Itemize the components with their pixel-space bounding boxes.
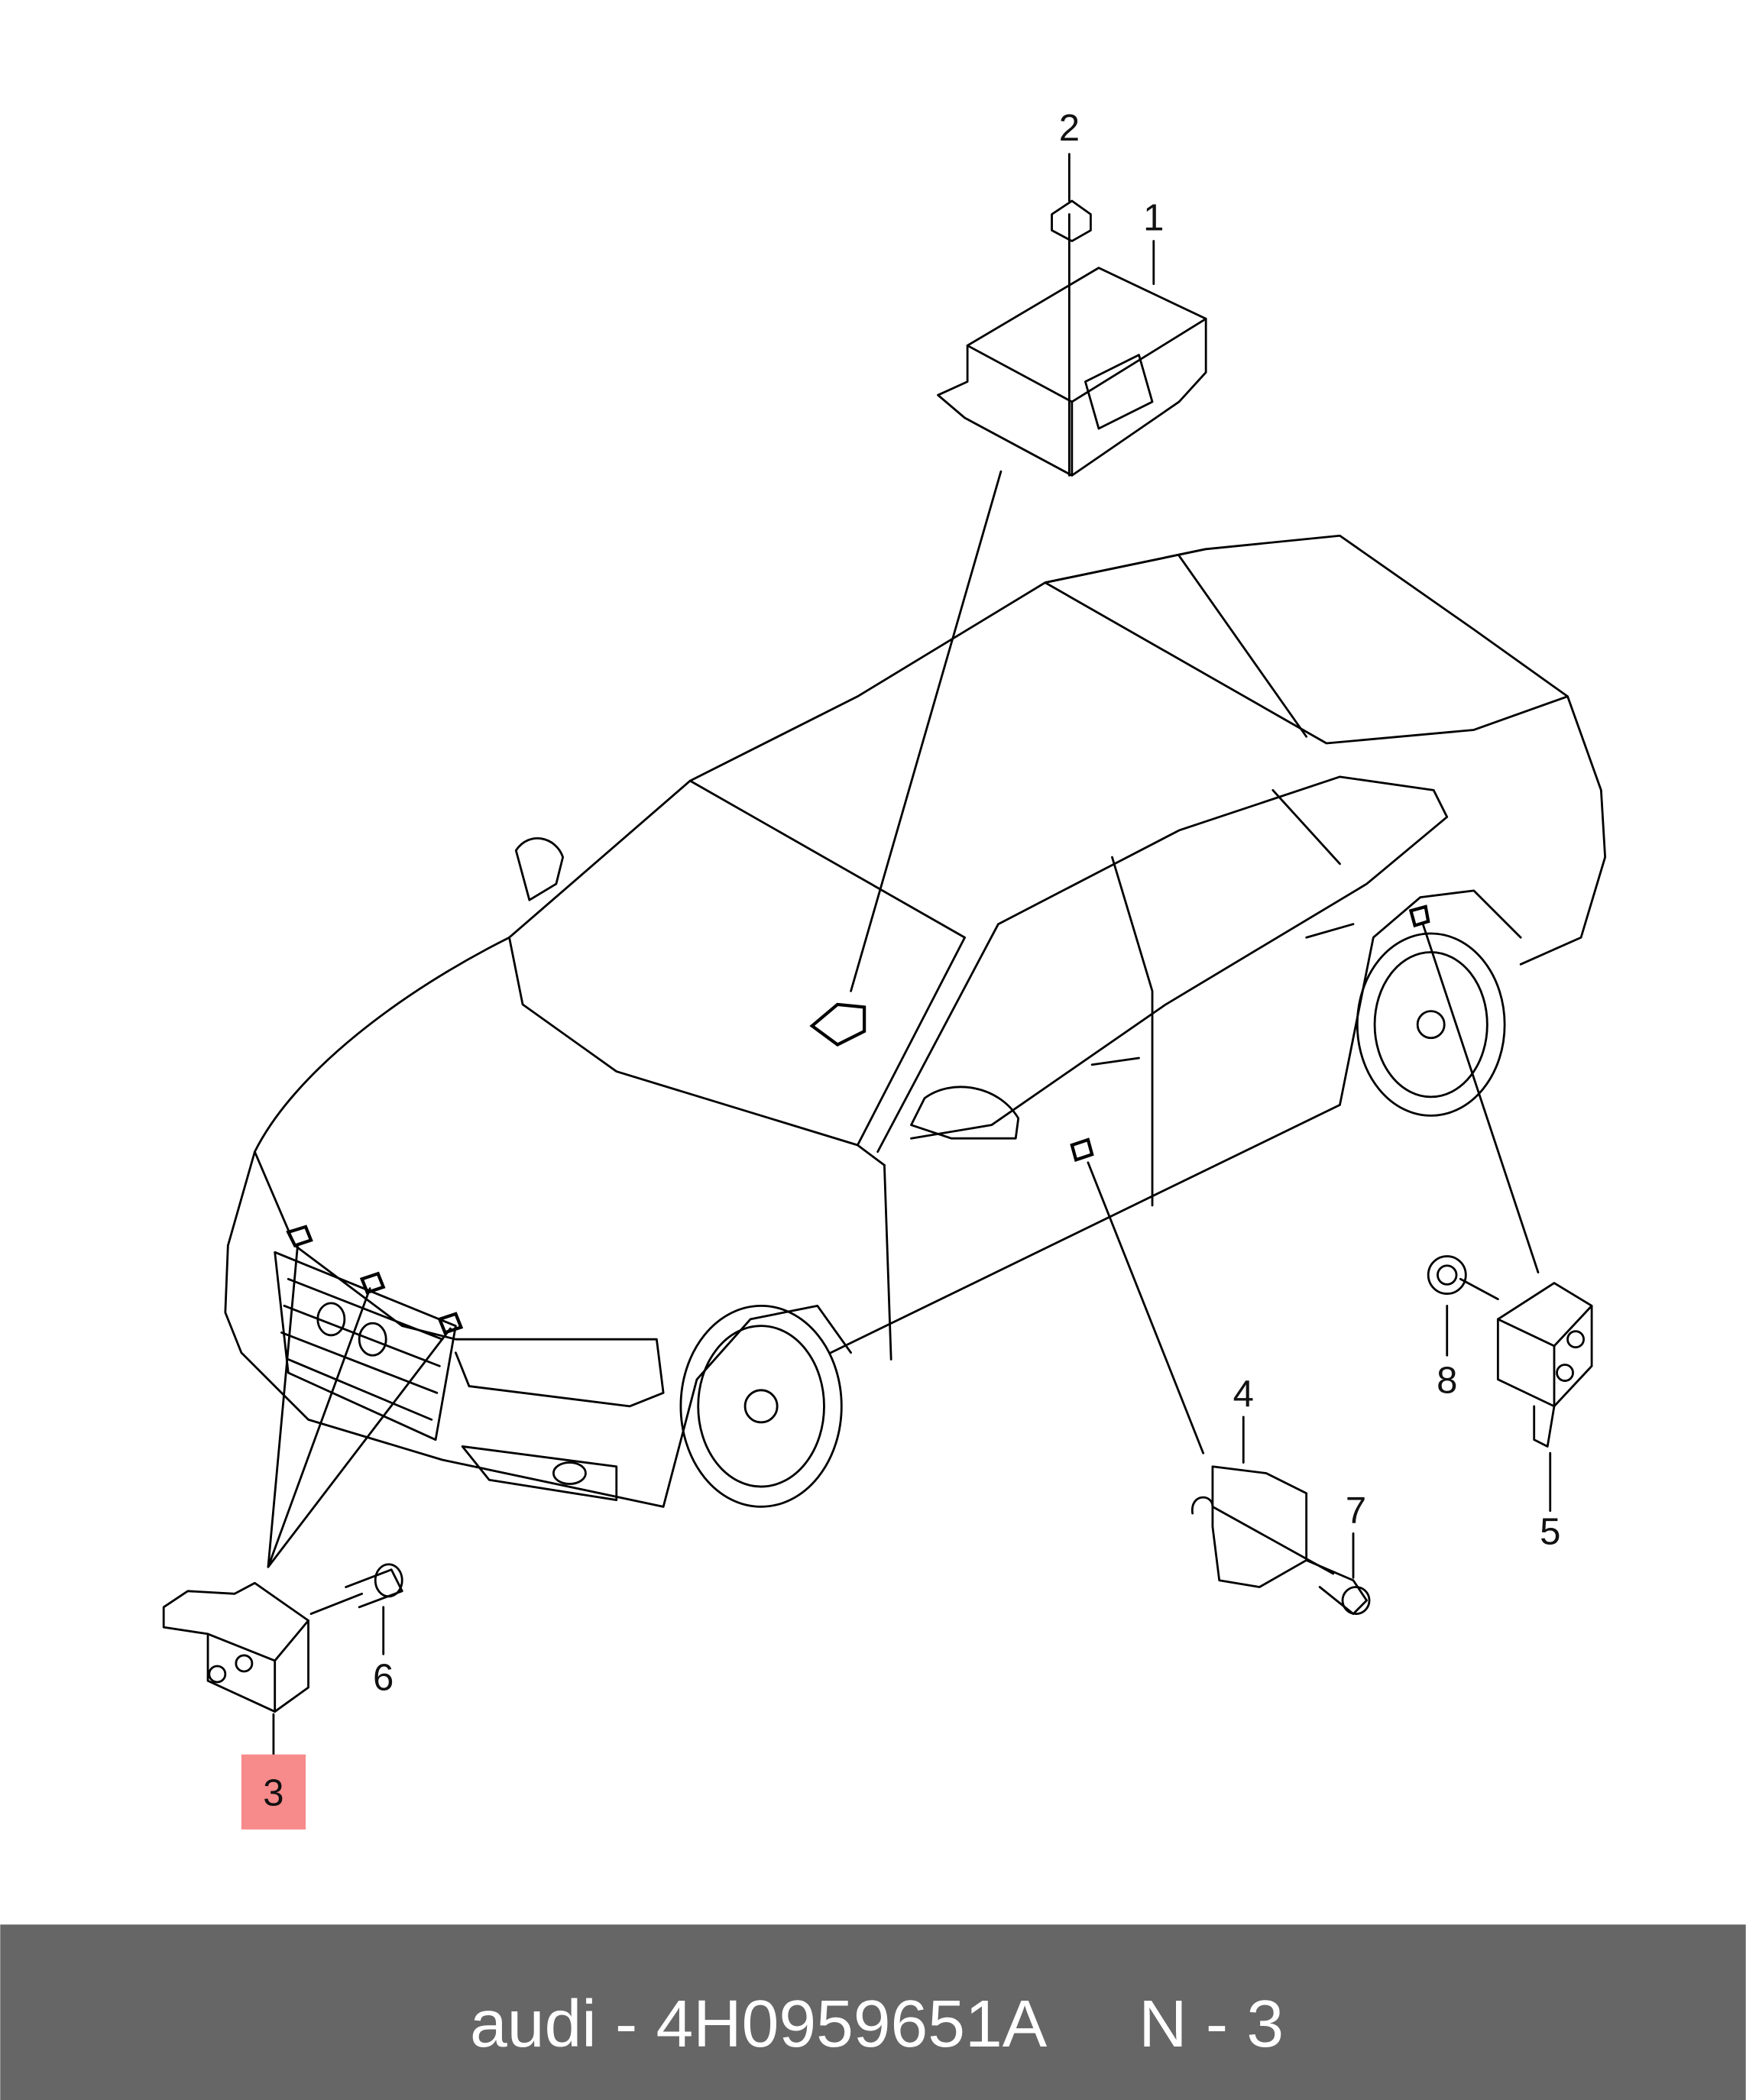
car-illustration <box>224 534 1607 1508</box>
part-6-bolt <box>374 1563 403 1598</box>
front-wheel <box>679 1304 843 1508</box>
callout-8: 8 <box>1437 1360 1457 1401</box>
part-2-nut <box>1051 199 1092 242</box>
callout-3[interactable]: 3 <box>263 1772 283 1814</box>
callout-3-highlight <box>241 1754 306 1830</box>
callout-5: 5 <box>1540 1511 1560 1552</box>
callout-1: 1 <box>1143 198 1164 239</box>
callout-2: 2 <box>1059 108 1080 149</box>
footer-part-number: audi - 4H0959651A <box>470 1986 1048 2061</box>
part-7-bolt <box>1341 1586 1371 1615</box>
part-1-airbag-control-module <box>937 199 1207 477</box>
footer-position: N - 3 <box>1139 1986 1284 2061</box>
part-5-rear-sensor <box>1427 1255 1593 1448</box>
callout-4: 4 <box>1233 1374 1254 1415</box>
callout-7: 7 <box>1346 1490 1366 1531</box>
footer-bar <box>0 1924 1746 2100</box>
leader-lines <box>267 153 1552 1756</box>
part-3-crash-sensor <box>162 1563 403 1713</box>
rear-wheel <box>1356 932 1506 1117</box>
part-8-nut <box>1427 1255 1467 1295</box>
callout-6: 6 <box>373 1658 394 1699</box>
part-4-side-sensor <box>1191 1465 1371 1615</box>
